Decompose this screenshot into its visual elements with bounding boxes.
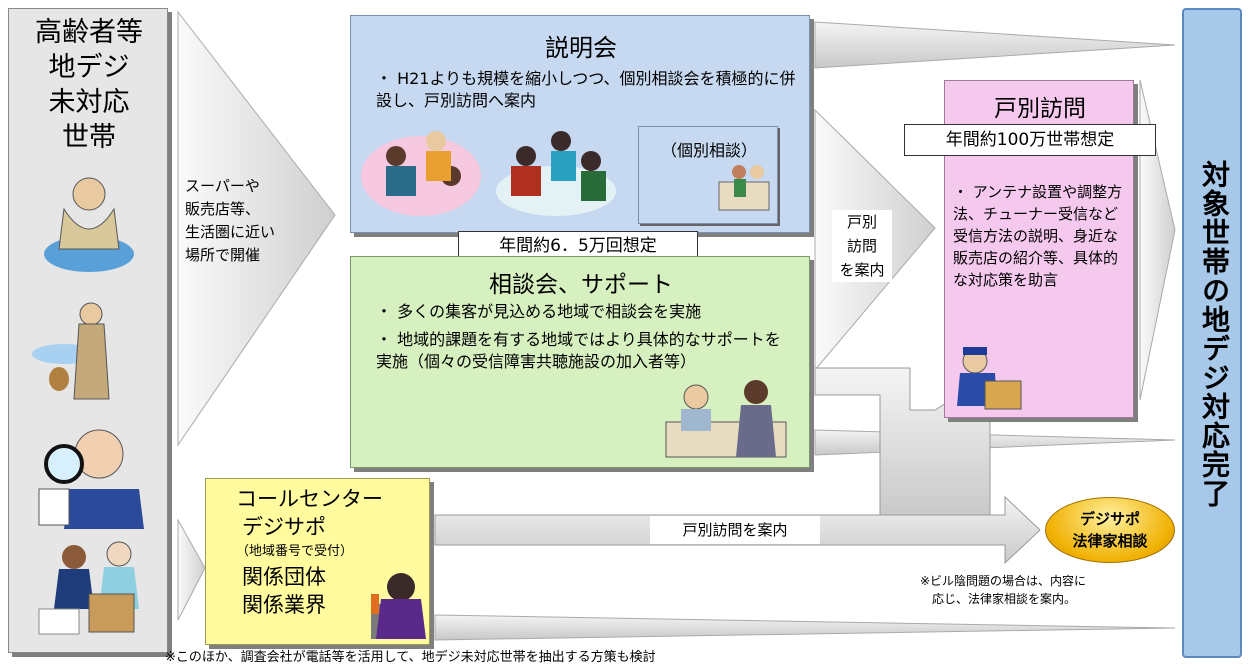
legal-note-line: ※ビル陰問題の場合は、内容に [920, 574, 1087, 588]
venue-line: 販売店等、 [185, 200, 261, 218]
venue-label: スーパーや 販売店等、 生活圏に近い 場所で開催 [185, 175, 310, 267]
individual-consult-label: （個別相談） [660, 141, 757, 160]
briefing-title: 説明会 [545, 34, 617, 62]
consultation-title: 相談会、サポート [489, 272, 673, 298]
arrow-consult-right [814, 429, 1176, 456]
door-guide-arrow-label: 戸別訪問を案内 [650, 516, 820, 544]
meeting-table-icon [496, 131, 616, 216]
meeting-group-icon [361, 131, 481, 216]
door-guide-side-label: 戸別 訪問 を案内 [832, 210, 892, 282]
call-center-line: コールセンター [236, 487, 383, 511]
door-guide-line: 戸別 [846, 213, 877, 231]
legal-note: ※ビル陰問題の場合は、内容に 応じ、法律家相談を案内。 [920, 572, 1180, 608]
consultation-box: 相談会、サポート ・ 多くの集客が見込める地域で相談会を実施 ・ 地域的課題を有… [350, 256, 810, 468]
legal-note-line: 応じ、法律家相談を案内。 [932, 592, 1077, 606]
walking-elder-icon [32, 302, 110, 400]
meditating-elder-icon [44, 177, 134, 272]
operator-icon [371, 573, 426, 639]
title-line: 地デジ [48, 52, 130, 83]
elderly-clipart [32, 177, 144, 635]
individual-consult-box: （個別相談） [638, 126, 778, 224]
arrow-door-right [1139, 79, 1176, 401]
consultation-bullet-2: ・ 地域的課題を有する地域ではより具体的なサポートを実施（個々の受信障害共聴施設… [376, 330, 781, 371]
legal-line: 法律家相談 [1072, 532, 1148, 550]
call-center-small: （地域番号で受付） [236, 544, 354, 559]
couple-box-icon [38, 541, 139, 635]
target-households-panel: 高齢者等 地デジ 未対応 世帯 [8, 8, 168, 653]
door-to-door-estimate-text: 年間約100万世帯想定 [945, 130, 1115, 150]
title-line: 高齢者等 [35, 17, 143, 48]
door-guide-line: を案内 [839, 261, 885, 279]
delivery-worker-icon [957, 347, 1022, 410]
legal-consult-badge: デジサポ 法律家相談 [1045, 497, 1175, 563]
call-center-line: デジサポ [242, 515, 326, 539]
completion-banner: 対象世帯の地デジ対応完了 [1182, 8, 1242, 658]
briefing-estimate-text: 年間約6．5万回想定 [499, 236, 657, 256]
footer-note: ※このほか、調査会社が電話等を活用して、地デジ未対応世帯を抽出する方策も検討 [165, 650, 656, 665]
briefing-bullet: ・ H21よりも規模を縮小しつつ、個別相談会を積極的に併設し、戸別訪問へ案内 [376, 69, 796, 110]
call-center-line: 関係業界 [242, 593, 326, 617]
magnifier-elder-icon [38, 429, 144, 529]
arrow-bottom [434, 614, 1176, 641]
title-line: 未対応 [48, 87, 130, 118]
venue-line: 場所で開催 [185, 246, 261, 264]
call-center-line: 関係団体 [242, 565, 326, 589]
legal-line: デジサポ [1079, 510, 1140, 528]
call-center-text: コールセンター デジサポ （地域番号で受付） 関係団体 関係業界 [236, 485, 426, 619]
door-guide-line: 訪問 [846, 237, 877, 255]
call-center-box: コールセンター デジサポ （地域番号で受付） 関係団体 関係業界 [205, 478, 430, 645]
door-to-door-title: 戸別訪問 [994, 96, 1086, 122]
title-line: 世帯 [62, 122, 116, 153]
arrow-left-main [177, 10, 336, 447]
target-households-title: 高齢者等 地デジ 未対応 世帯 [9, 15, 169, 155]
consultation-bullet-1: ・ 多くの集客が見込める地域で相談会を実施 [376, 302, 702, 321]
door-to-door-estimate: 年間約100万世帯想定 [904, 124, 1156, 156]
venue-line: スーパーや [185, 177, 260, 195]
arrow-top [814, 21, 1176, 69]
briefing-box: 説明会 ・ H21よりも規模を縮小しつつ、個別相談会を積極的に併設し、戸別訪問へ… [350, 15, 810, 233]
completion-banner-text: 対象世帯の地デジ対応完了 [1198, 160, 1231, 508]
desk-consult-icon [718, 165, 770, 211]
door-to-door-bullet: ・ アンテナ設置や調整方法、チューナー受信など受信方法の説明、身近な販売店の紹介… [953, 183, 1123, 289]
consult-desk-clipart [665, 380, 787, 458]
arrow-left-bottom [177, 518, 206, 621]
venue-line: 生活圏に近い [185, 223, 276, 241]
briefing-clipart [361, 131, 616, 216]
door-guide-arrow-text: 戸別訪問を案内 [682, 521, 788, 539]
